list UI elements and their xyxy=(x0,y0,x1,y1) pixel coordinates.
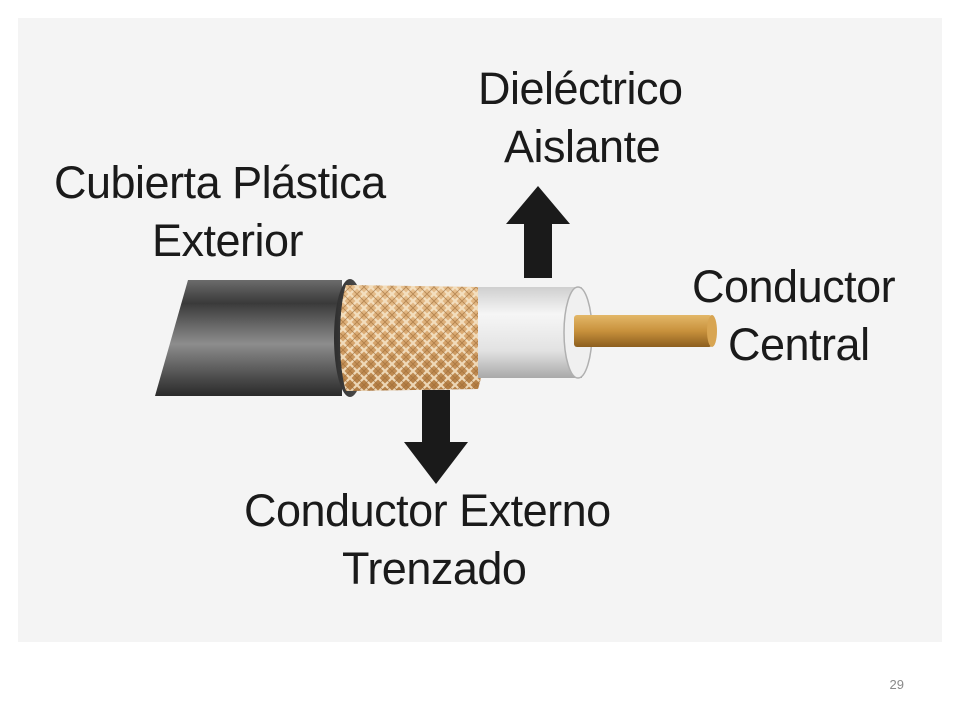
label-center-conductor-line1: Conductor xyxy=(692,261,896,312)
center-conductor xyxy=(574,315,717,347)
label-outer-plastic-jacket-line1: Cubierta Plástica xyxy=(54,157,386,208)
label-dielectric-line2: Aislante xyxy=(504,121,661,172)
arrow-down-icon xyxy=(404,390,468,484)
label-outer-conductor-line2: Trenzado xyxy=(342,543,527,594)
label-outer-conductor-line1: Conductor Externo xyxy=(244,485,611,536)
label-center-conductor-line2: Central xyxy=(728,319,870,370)
braided-shield xyxy=(340,285,484,391)
page-number: 29 xyxy=(889,677,904,692)
label-dielectric-line1: Dieléctrico xyxy=(478,63,683,114)
label-outer-plastic-jacket: Cubierta Plástica Exterior xyxy=(54,154,386,270)
label-center-conductor: Conductor Central xyxy=(692,258,896,374)
arrow-up-icon xyxy=(506,186,570,278)
label-braided-outer-conductor: Conductor Externo Trenzado xyxy=(244,482,611,598)
label-dielectric-insulator: Dieléctrico Aislante xyxy=(478,60,683,176)
label-outer-plastic-jacket-line2: Exterior xyxy=(152,215,304,266)
outer-jacket xyxy=(155,279,366,397)
